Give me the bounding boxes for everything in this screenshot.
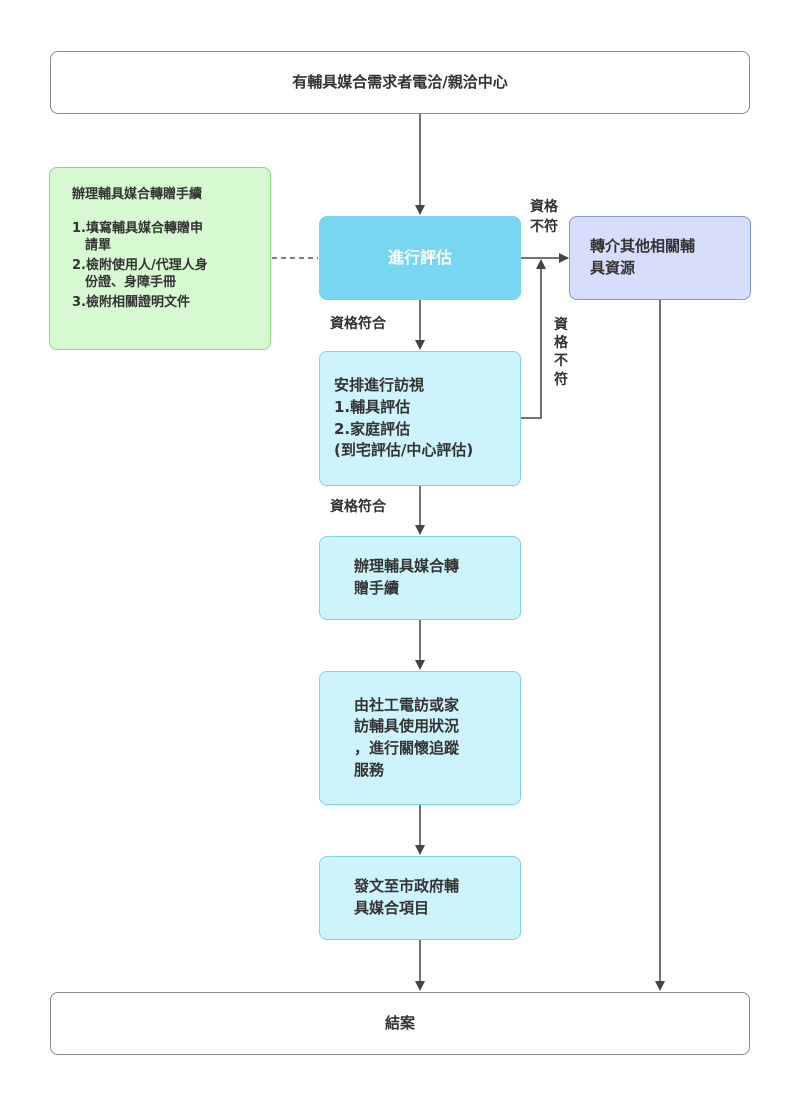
end-node-label: 結案 xyxy=(384,1013,415,1032)
official-line: 具媒合項目 xyxy=(354,899,430,917)
unqualified-label: 資格 不符 xyxy=(530,199,558,235)
documents-item: 2.檢附使用人/代理人身 份證、身障手冊 xyxy=(72,257,208,291)
refer-node: 轉介其他相關輔 具資源 xyxy=(569,216,751,300)
start-node: 有輔具媒合需求者電洽/親洽中心 xyxy=(50,51,750,114)
refer-line: 具資源 xyxy=(590,259,636,277)
visit-node: 安排進行訪視 1.輔具評估 2.家庭評估 (到宅評估/中心評估) xyxy=(319,351,521,486)
transfer-node: 辦理輔具媒合轉 贈手續 xyxy=(319,536,521,620)
followup-line: 訪輔具使用狀況 xyxy=(354,717,460,736)
followup-node: 由社工電訪或家 訪輔具使用狀況 ，進行關懷追蹤 服務 xyxy=(319,671,521,805)
visit-line: 安排進行訪視 xyxy=(334,376,425,394)
end-node: 結案 xyxy=(50,992,750,1055)
arrow-visit-to-refer xyxy=(521,259,546,419)
refer-line: 轉介其他相關輔 xyxy=(590,237,696,256)
qualified-label: 資格符合 xyxy=(330,316,386,332)
transfer-line: 贈手續 xyxy=(354,579,400,597)
followup-line: 由社工電訪或家 xyxy=(354,695,460,714)
visit-line: (到宅評估/中心評估) xyxy=(334,441,474,460)
qualified-label: 資格符合 xyxy=(330,499,386,515)
documents-title: 辦理輔具媒合轉贈手續 xyxy=(72,187,203,202)
official-line: 發文至市政府輔 xyxy=(354,877,460,896)
followup-line: ，進行關懷追蹤 xyxy=(354,739,460,757)
followup-line: 服務 xyxy=(354,760,385,779)
transfer-line: 辦理輔具媒合轉 xyxy=(354,557,460,576)
unqualified-label-vertical: 資 格 不 符 xyxy=(554,317,568,388)
evaluate-node: 進行評估 xyxy=(319,216,521,300)
visit-line: 1.輔具評估 xyxy=(334,397,411,416)
evaluate-node-label: 進行評估 xyxy=(387,248,452,268)
documents-item: 3.檢附相關證明文件 xyxy=(72,294,190,310)
documents-item: 1.填寫輔具媒合轉贈申 請單 xyxy=(72,220,203,254)
start-node-label: 有輔具媒合需求者電洽/親洽中心 xyxy=(292,72,508,91)
visit-line: 2.家庭評估 xyxy=(334,419,411,438)
documents-node: 辦理輔具媒合轉贈手續 1.填寫輔具媒合轉贈申 請單 2.檢附使用人/代理人身 份… xyxy=(49,167,271,350)
official-node: 發文至市政府輔 具媒合項目 xyxy=(319,856,521,940)
